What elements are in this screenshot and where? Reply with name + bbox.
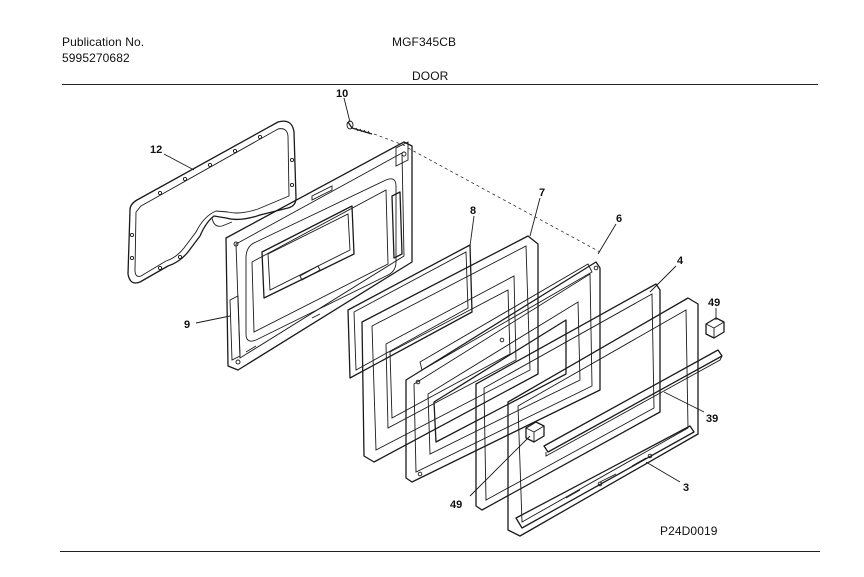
section-title: DOOR <box>412 69 449 83</box>
part-10-screw <box>346 120 373 135</box>
part-12-door-gasket <box>127 120 297 284</box>
callout-6: 6 <box>616 213 622 225</box>
callout-12: 12 <box>150 144 162 156</box>
part-6-glass-frame <box>405 261 601 483</box>
model-number: MGF345CB <box>392 35 457 49</box>
callout-39: 39 <box>706 413 718 425</box>
part-7-door-liner <box>361 235 539 463</box>
part-8-insulation <box>347 244 473 379</box>
alignment-line <box>407 147 601 253</box>
diagram-code: P24D0019 <box>660 524 718 538</box>
callout-8: 8 <box>470 205 476 217</box>
leader-lines <box>163 97 717 497</box>
part-9-inner-door-panel <box>225 141 413 371</box>
publication-number: 5995270682 <box>62 51 130 65</box>
part-49-end-cap-left <box>525 421 545 443</box>
callout-7: 7 <box>539 187 545 199</box>
callout-9: 9 <box>184 319 190 331</box>
header-rule <box>62 84 818 85</box>
callout-49-right: 49 <box>708 297 720 309</box>
footer-rule <box>60 551 820 552</box>
callout-10: 10 <box>336 88 348 100</box>
callout-4: 4 <box>677 255 684 267</box>
callout-3: 3 <box>683 482 689 494</box>
publication-label: Publication No. <box>62 35 145 49</box>
callout-49-left: 49 <box>450 499 462 511</box>
part-4-glass <box>475 283 661 511</box>
part-49-end-cap-right <box>705 317 725 339</box>
part-39-handle <box>543 349 723 457</box>
part-3-outer-door-frame <box>507 297 699 537</box>
